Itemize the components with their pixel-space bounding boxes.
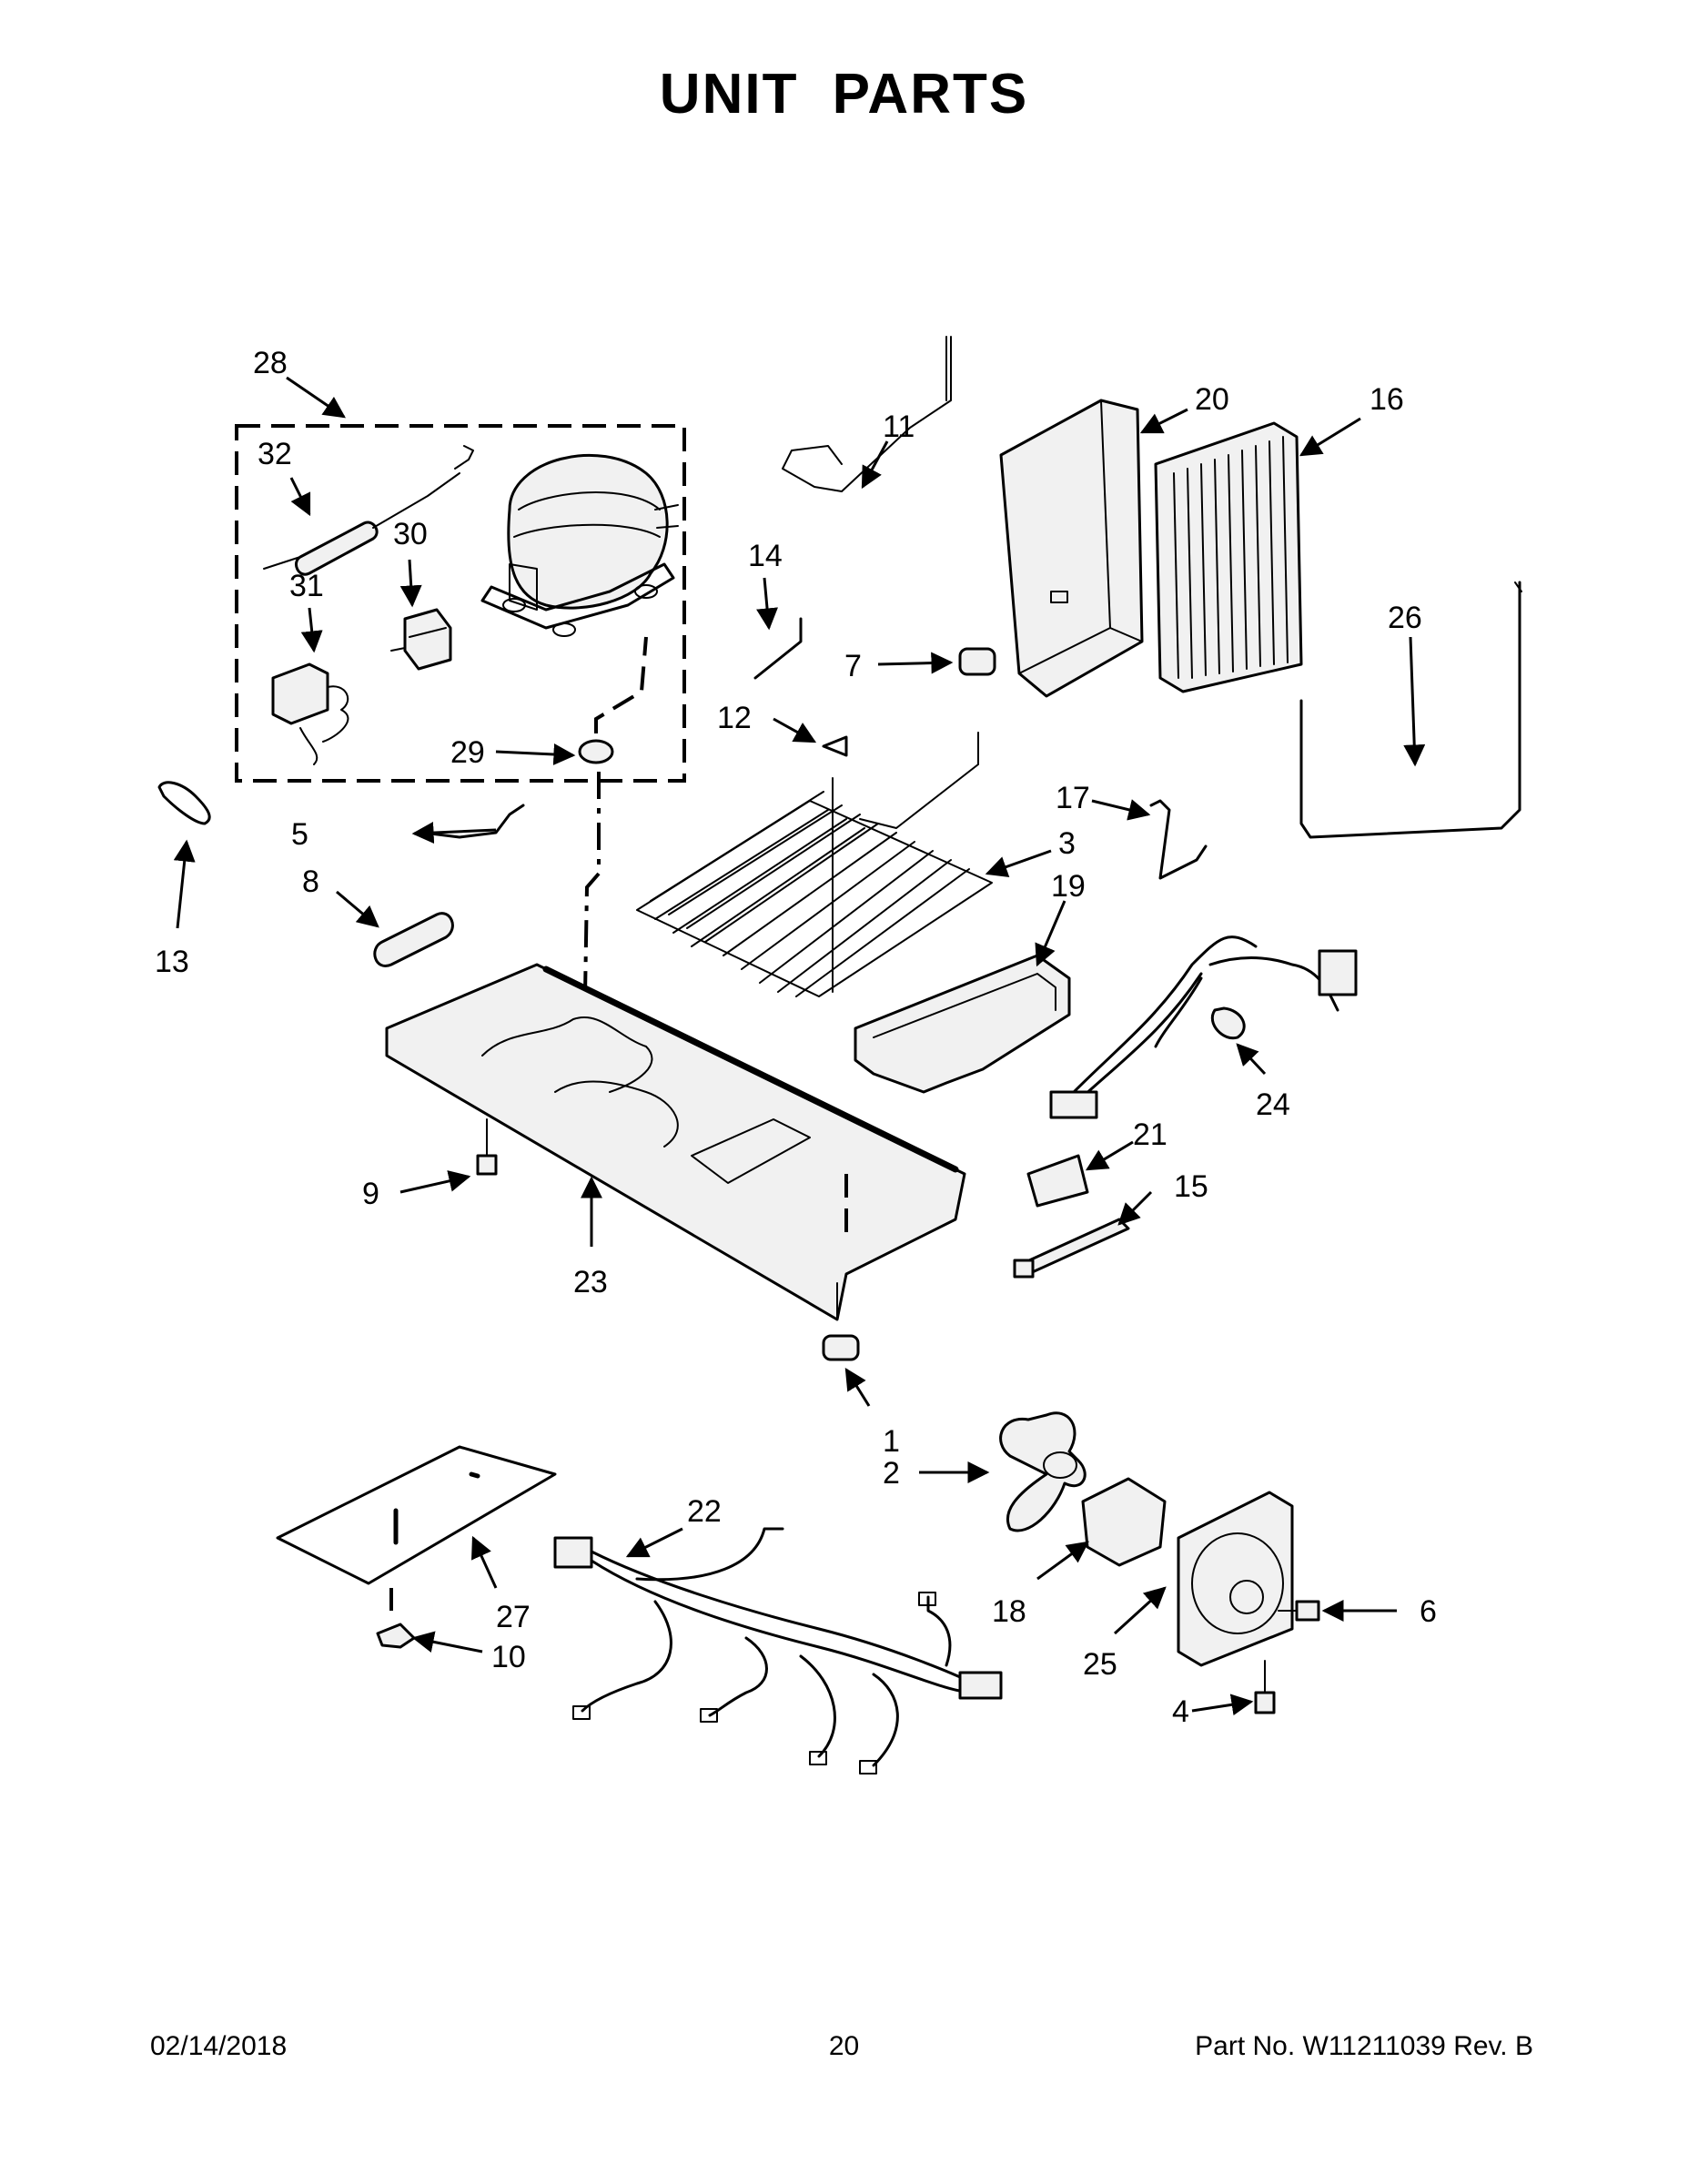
base-plate [385, 963, 966, 1321]
compressor-assembly-group-box [235, 424, 686, 783]
cover-sheet [276, 1445, 557, 1611]
wire-harness-22 [553, 1527, 1003, 1774]
sleeve-8 [373, 912, 454, 967]
page-title: UNIT PARTS [659, 63, 1029, 126]
callout-4: 4 [1172, 1694, 1189, 1729]
callout-8: 8 [302, 864, 319, 899]
wire-5 [421, 804, 525, 839]
wire-harness-24 [1049, 935, 1358, 1119]
callout-5: 5 [291, 817, 308, 852]
callout-31: 31 [289, 569, 324, 603]
callout-25: 25 [1083, 1647, 1117, 1682]
screw-6 [1278, 1600, 1320, 1622]
callout-23: 23 [573, 1265, 608, 1299]
callout-18: 18 [992, 1594, 1026, 1629]
grommet-10 [376, 1623, 416, 1649]
compressor [480, 453, 679, 637]
callout-10: 10 [491, 1640, 526, 1674]
evaporator [636, 732, 993, 997]
callout-15: 15 [1174, 1169, 1208, 1204]
callout-19: 19 [1051, 869, 1086, 904]
callout-3: 3 [1058, 826, 1076, 861]
callout-26: 26 [1388, 601, 1422, 635]
footer-page-number: 20 [828, 2031, 860, 2061]
suction-tube [1299, 581, 1522, 839]
connector-1 [822, 1334, 860, 1361]
screw-4 [1254, 1660, 1276, 1714]
callout-17: 17 [1056, 781, 1090, 815]
callout-30: 30 [393, 517, 428, 551]
heater-strip-15 [1013, 1218, 1130, 1279]
callout-labels: 28 32 30 31 29 11 20 16 14 7 26 12 17 3 … [155, 346, 1437, 1729]
footer-part-number: Part No. W11211039 Rev. B [1195, 2031, 1533, 2061]
callout-9: 9 [362, 1177, 379, 1211]
leader-arrows [173, 376, 1426, 1716]
fan-motor [1081, 1477, 1167, 1567]
callout-13: 13 [155, 945, 189, 979]
clip-17 [1149, 799, 1208, 880]
start-relay [271, 662, 349, 765]
callout-14: 14 [748, 539, 783, 573]
fan-blade [999, 1411, 1087, 1532]
callout-20: 20 [1195, 382, 1229, 417]
callout-28: 28 [253, 346, 288, 380]
tube-14 [753, 617, 803, 680]
condenser-shroud [999, 399, 1144, 698]
callout-12: 12 [717, 701, 752, 735]
callout-29: 29 [450, 735, 485, 770]
clip-12 [822, 735, 848, 757]
condenser-coil [1154, 421, 1303, 693]
callout-6: 6 [1420, 1594, 1437, 1629]
callout-32: 32 [258, 437, 292, 471]
callout-1: 1 [883, 1424, 900, 1459]
callout-7: 7 [844, 649, 862, 683]
footer-date: 02/14/2018 [150, 2031, 288, 2061]
callout-24: 24 [1256, 1087, 1290, 1122]
callout-22: 22 [687, 1494, 722, 1529]
control-board [1026, 1154, 1089, 1208]
drain-pan [854, 954, 1071, 1094]
screw-9 [476, 1118, 498, 1176]
filter-drier [263, 445, 474, 576]
alignment-line-compressor [581, 772, 601, 1157]
connector-7 [958, 647, 996, 676]
callout-2: 2 [883, 1456, 900, 1491]
overload-protector [390, 608, 452, 671]
callout-27: 27 [496, 1600, 531, 1634]
callout-11: 11 [883, 410, 915, 444]
grommet [578, 636, 648, 764]
callout-21: 21 [1133, 1117, 1167, 1152]
condenser-tube [782, 336, 952, 492]
fan-shroud [1177, 1491, 1294, 1667]
callout-16: 16 [1370, 382, 1404, 417]
link-13 [157, 781, 211, 825]
